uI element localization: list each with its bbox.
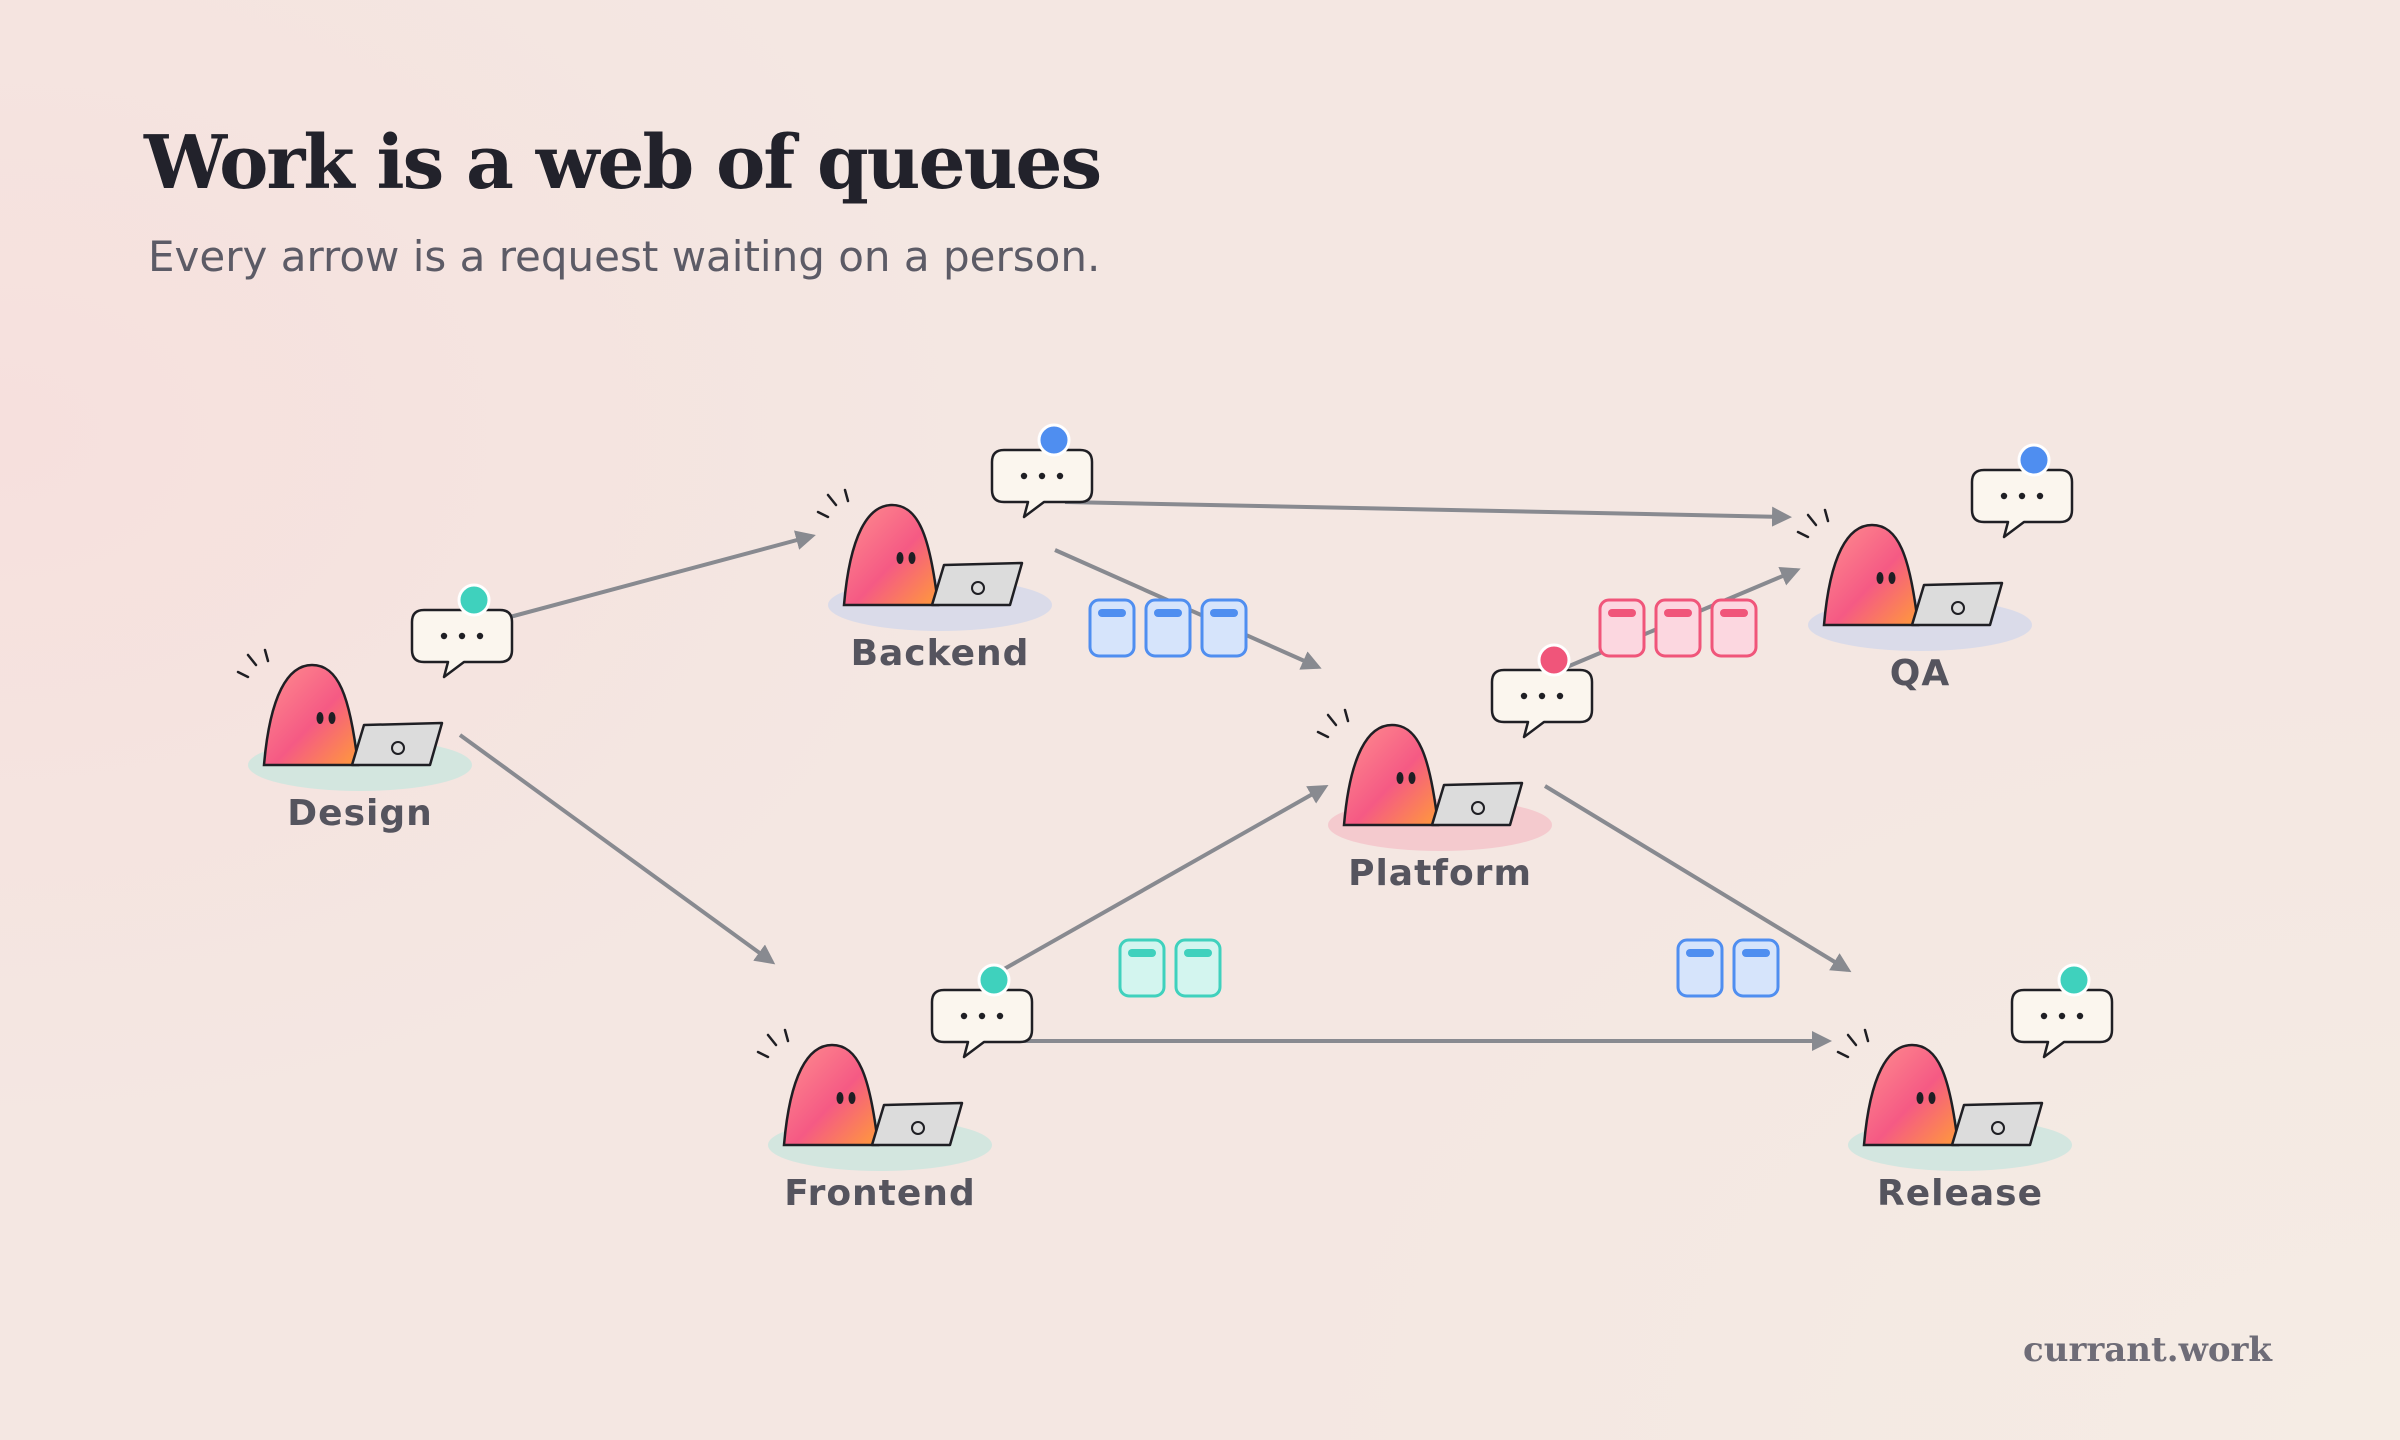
queues-layer [1088,598,1780,998]
person-at-laptop-icon [816,488,1024,607]
queue-frontend-platform [1118,938,1222,998]
person-at-laptop-icon [1836,1028,2044,1147]
person-at-laptop-icon [1316,708,1524,827]
node-design: Design [236,583,514,834]
arrow-platform-release [1543,784,1852,973]
queued-ticket-icon [1200,598,1248,658]
speech-bubble-icon [1490,643,1594,739]
queue-platform-release [1676,938,1780,998]
queue-backend-platform [1088,598,1248,658]
node-platform: Platform [1316,643,1594,894]
node-backend: Backend [816,423,1094,674]
person-at-laptop-icon [236,648,444,767]
arrow-frontend-platform [989,785,1329,979]
page-title: Work is a web of queues [144,120,1102,206]
arrow-design-backend [479,530,816,627]
speech-bubble-icon [2010,963,2114,1059]
person-at-laptop-icon [756,1028,964,1147]
queue-platform-qa [1598,598,1758,658]
speech-bubble-icon [930,963,1034,1059]
node-label-backend: Backend [851,633,1030,674]
status-dot [1037,423,1071,457]
queued-ticket-icon [1654,598,1702,658]
queued-ticket-icon [1732,938,1780,998]
status-dot [977,963,1011,997]
speech-bubble-icon [990,423,1094,519]
status-dot [1537,643,1571,677]
queued-ticket-icon [1598,598,1646,658]
node-label-frontend: Frontend [784,1173,975,1214]
node-label-release: Release [1877,1173,2043,1214]
status-dot [2057,963,2091,997]
status-dot [2017,443,2051,477]
node-label-design: Design [287,793,432,834]
queued-ticket-icon [1174,938,1222,998]
node-qa: QA [1796,443,2074,694]
page-subtitle: Every arrow is a request waiting on a pe… [148,232,1101,281]
queued-ticket-icon [1710,598,1758,658]
queued-ticket-icon [1088,598,1136,658]
brand-wordmark: currant.work [2023,1330,2272,1370]
queued-ticket-icon [1676,938,1724,998]
node-label-qa: QA [1890,653,1950,694]
status-dot [457,583,491,617]
node-label-platform: Platform [1348,853,1532,894]
speech-bubble-icon [410,583,514,679]
queued-ticket-icon [1118,938,1166,998]
arrow-design-frontend [458,733,776,965]
node-release: Release [1836,963,2114,1214]
person-at-laptop-icon [1796,508,2004,627]
speech-bubble-icon [1970,443,2074,539]
queued-ticket-icon [1144,598,1192,658]
arrow-backend-qa [1064,500,1792,527]
node-frontend: Frontend [756,963,1034,1214]
